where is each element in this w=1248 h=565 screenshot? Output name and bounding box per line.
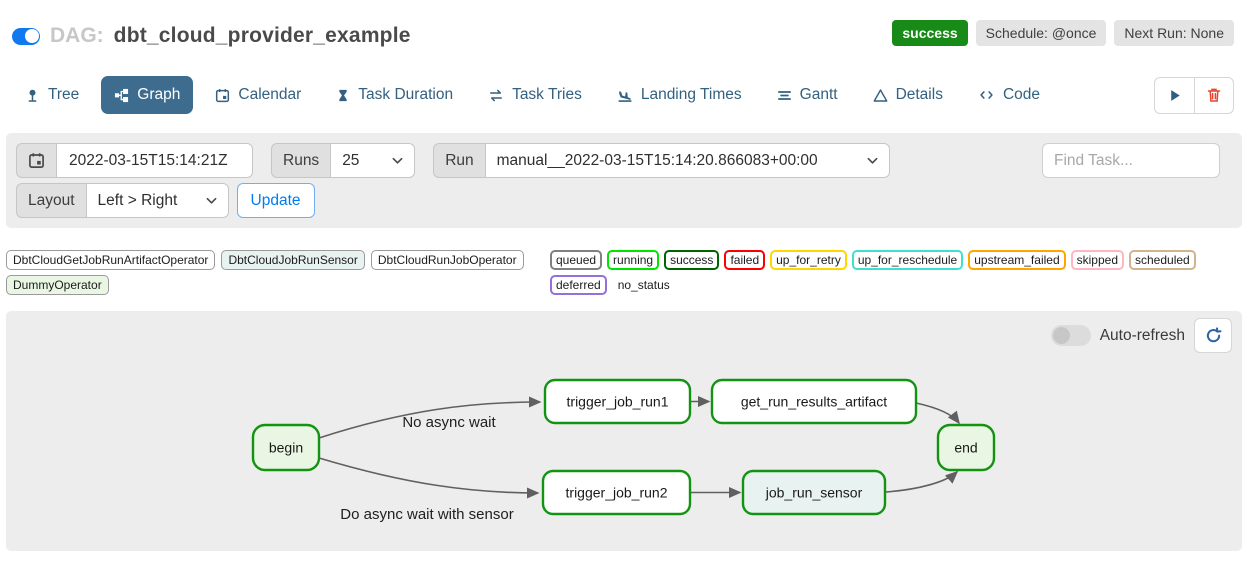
details-icon bbox=[873, 88, 888, 103]
delete-dag-button[interactable] bbox=[1194, 76, 1234, 114]
trigger-dag-button[interactable] bbox=[1154, 76, 1194, 114]
legend-status-deferred: deferred bbox=[550, 275, 607, 295]
toggle-knob bbox=[24, 29, 39, 43]
dag-graph-svg: No async wait Do async wait with sensor be… bbox=[251, 378, 996, 523]
graph-node-begin[interactable]: begin bbox=[251, 423, 321, 472]
graph-node-get_run_results_artifact[interactable]: get_run_results_artifact bbox=[710, 378, 918, 425]
num-runs-group: Runs 25 bbox=[271, 143, 416, 178]
legend-status-queued: queued bbox=[550, 250, 603, 270]
tab-graph[interactable]: Graph bbox=[101, 76, 194, 114]
legend-status-failed: failed bbox=[724, 250, 766, 270]
tab-task-duration[interactable]: Task Duration bbox=[323, 76, 466, 114]
refresh-icon bbox=[1205, 327, 1222, 344]
tab-landing-times[interactable]: Landing Times bbox=[604, 76, 755, 114]
runs-label: Runs bbox=[271, 143, 332, 178]
play-icon bbox=[1167, 88, 1182, 103]
svg-text:end: end bbox=[954, 440, 977, 456]
legend-status-skipped: skipped bbox=[1070, 250, 1124, 270]
graph-icon bbox=[114, 88, 129, 103]
code-icon bbox=[978, 88, 995, 102]
auto-refresh-toggle[interactable] bbox=[1050, 325, 1091, 346]
update-button[interactable]: Update bbox=[236, 183, 315, 218]
calendar-icon bbox=[28, 152, 45, 169]
tree-icon bbox=[25, 88, 40, 103]
trash-icon bbox=[1206, 87, 1222, 103]
chevron-down-icon bbox=[206, 192, 217, 210]
layout-select[interactable]: Left > Right bbox=[86, 183, 229, 218]
svg-text:begin: begin bbox=[269, 440, 303, 456]
edge-begin-to-trigger_job_run1 bbox=[318, 396, 542, 439]
dag-actions bbox=[1154, 76, 1234, 114]
legend-status-scheduled: scheduled bbox=[1129, 250, 1196, 270]
graph-panel: Auto-refresh No async wait Do async wait … bbox=[6, 311, 1242, 551]
chevron-down-icon bbox=[392, 152, 403, 170]
run-label: Run bbox=[433, 143, 486, 178]
graph-node-trigger_job_run1[interactable]: trigger_job_run1 bbox=[543, 378, 692, 425]
legend-status-success: success bbox=[664, 250, 720, 270]
gantt-icon bbox=[777, 88, 792, 103]
run-select[interactable]: manual__2022-03-15T15:14:20.866083+00:00 bbox=[485, 143, 890, 178]
layout-label: Layout bbox=[16, 183, 87, 218]
svg-text:get_run_results_artifact: get_run_results_artifact bbox=[741, 394, 887, 410]
next-run-badge: Next Run: None bbox=[1114, 20, 1234, 46]
tab-gantt[interactable]: Gantt bbox=[764, 76, 851, 114]
auto-refresh-label: Auto-refresh bbox=[1099, 326, 1185, 344]
edge-get_run_results_artifact-to-end bbox=[915, 402, 960, 425]
tab-tree[interactable]: Tree bbox=[12, 76, 92, 114]
legend-operator-DbtCloudJobRunSensor: DbtCloudJobRunSensor bbox=[221, 250, 365, 270]
num-runs-select[interactable]: 25 bbox=[331, 143, 416, 178]
find-task-input[interactable] bbox=[1042, 143, 1220, 178]
legend-status-up_for_reschedule: up_for_reschedule bbox=[851, 250, 964, 270]
toggle-knob bbox=[1052, 327, 1070, 344]
run-group: Run manual__2022-03-15T15:14:20.866083+0… bbox=[433, 143, 890, 178]
svg-text:trigger_job_run2: trigger_job_run2 bbox=[566, 485, 668, 501]
dag-prefix-label: DAG: bbox=[50, 24, 104, 47]
base-date-input[interactable] bbox=[57, 143, 253, 178]
legend-status-up_for_retry: up_for_retry bbox=[770, 250, 847, 270]
legend-status-upstream_failed: upstream_failed bbox=[968, 250, 1066, 270]
filter-panel: Runs 25 Run manual__2022-03-15T15:14:20.… bbox=[6, 133, 1242, 228]
edge-begin-to-trigger_job_run2 bbox=[318, 457, 540, 499]
status-badge: success bbox=[892, 20, 968, 46]
legend-status-running: running bbox=[607, 250, 660, 270]
tab-task-tries[interactable]: Task Tries bbox=[475, 76, 595, 114]
chevron-down-icon bbox=[867, 152, 878, 170]
repeat-icon bbox=[488, 88, 504, 103]
legend-operator-DummyOperator: DummyOperator bbox=[6, 275, 109, 295]
calendar-addon bbox=[16, 143, 57, 178]
layout-group: Layout Left > Right bbox=[16, 183, 229, 218]
base-date-group bbox=[16, 143, 253, 178]
schedule-badge: Schedule: @once bbox=[975, 20, 1107, 46]
dag-header: DAG: dbt_cloud_provider_example success … bbox=[0, 0, 1248, 58]
edge-label: Do async wait with sensor bbox=[340, 506, 513, 523]
tab-details[interactable]: Details bbox=[860, 76, 956, 114]
graph-node-trigger_job_run2[interactable]: trigger_job_run2 bbox=[541, 469, 692, 516]
svg-text:trigger_job_run1: trigger_job_run1 bbox=[567, 394, 669, 410]
svg-text:job_run_sensor: job_run_sensor bbox=[765, 485, 863, 501]
tab-code[interactable]: Code bbox=[965, 76, 1053, 114]
legend-status-no_status: no_status bbox=[617, 278, 670, 292]
edge-job_run_sensor-to-end bbox=[885, 470, 959, 493]
graph-node-end[interactable]: end bbox=[936, 423, 996, 472]
graph-node-job_run_sensor[interactable]: job_run_sensor bbox=[741, 469, 887, 516]
hourglass-icon bbox=[336, 88, 350, 103]
edge-label: No async wait bbox=[402, 414, 496, 431]
legend-operator-DbtCloudRunJobOperator: DbtCloudRunJobOperator bbox=[370, 250, 524, 270]
page-title: dbt_cloud_provider_example bbox=[113, 24, 411, 47]
dag-pause-toggle[interactable] bbox=[12, 27, 40, 45]
refresh-button[interactable] bbox=[1194, 318, 1232, 353]
plane-landing-icon bbox=[617, 88, 633, 103]
legend-operator-DbtCloudGetJobRunArtifactOperator: DbtCloudGetJobRunArtifactOperator bbox=[6, 250, 216, 270]
tab-calendar[interactable]: Calendar bbox=[202, 76, 314, 114]
calendar-icon bbox=[215, 88, 230, 103]
